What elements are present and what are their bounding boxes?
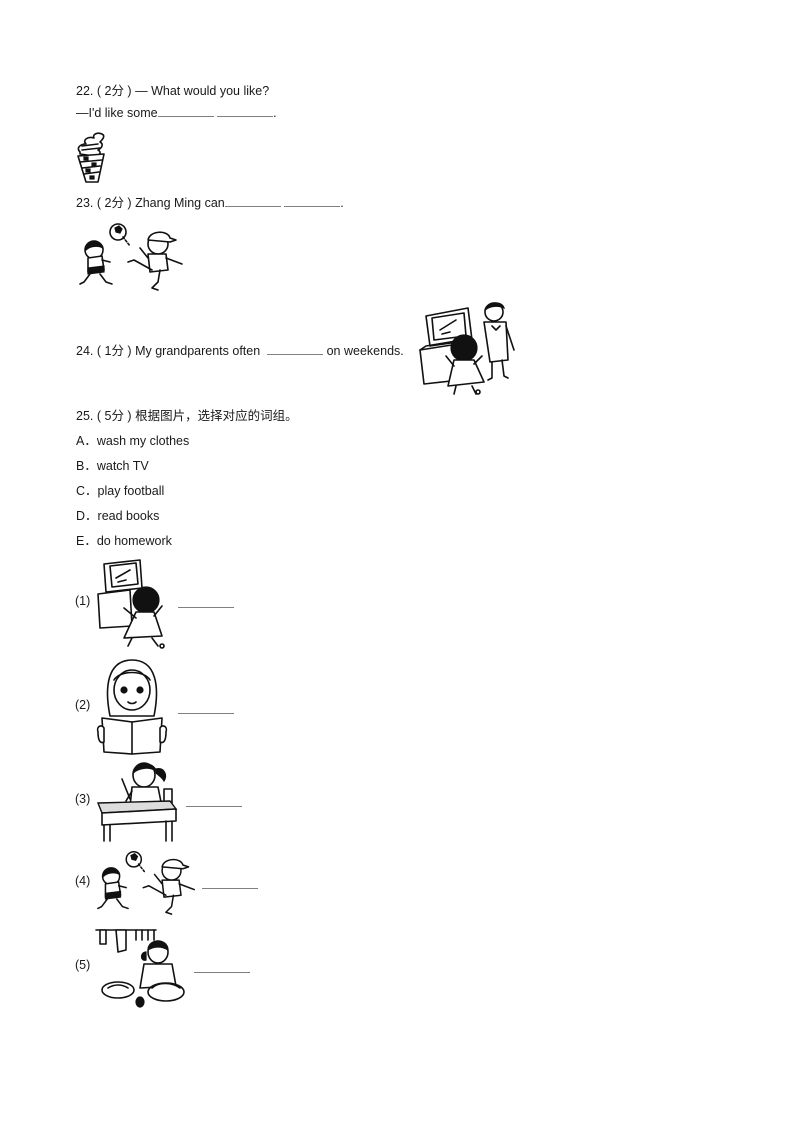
item-1-answer-blank[interactable] [178, 596, 234, 611]
option-text: read books [97, 509, 160, 523]
girl-reading-book-illustration [96, 659, 168, 755]
question-prompt: — What would you like? [135, 84, 270, 98]
option-text: watch TV [96, 459, 149, 473]
item-5-answer-blank[interactable] [194, 961, 250, 976]
question-prompt: Zhang Ming can [135, 196, 225, 210]
grandparents-watching-tv-illustration [419, 302, 515, 395]
item-3-label: (3) [75, 792, 91, 806]
question-prompt: 根据图片，选择对应的词组。 [135, 409, 298, 423]
answer-suffix: on weekends. [326, 344, 404, 358]
answer-blank-2[interactable] [217, 105, 274, 117]
girl-doing-homework-illustration [96, 762, 178, 842]
answer-prefix: —I'd like some [76, 106, 158, 120]
item-4-label: (4) [75, 874, 91, 888]
question-points: ( 2分 ) [96, 84, 132, 98]
option-text: wash my clothes [96, 434, 190, 448]
question-points: ( 2分 ) [96, 196, 132, 210]
watching-tv-illustration [97, 559, 165, 649]
boys-playing-football-illustration [79, 223, 183, 291]
answer-blank-1[interactable] [224, 195, 281, 207]
option-e: E．do homework [76, 530, 172, 549]
answer-blank-1[interactable] [157, 105, 214, 117]
option-text: do homework [96, 534, 172, 548]
question-25-line: 25. ( 5分 ) 根据图片，选择对应的词组。 [76, 405, 298, 424]
item-5-label: (5) [75, 958, 91, 972]
option-d: D．read books [76, 505, 159, 524]
ice-cream-cone-illustration [77, 132, 105, 183]
question-number: 25. [76, 409, 94, 423]
answer-suffix: . [340, 196, 344, 210]
answer-blank-2[interactable] [284, 195, 341, 207]
question-prompt: My grandparents often [135, 344, 261, 358]
option-a: A．wash my clothes [76, 430, 189, 449]
question-24-line: 24. ( 1分 ) My grandparents often on week… [76, 340, 404, 359]
question-number: 22. [76, 84, 94, 98]
question-22-answer-line: —I'd like some . [76, 105, 277, 120]
option-c: C．play football [76, 480, 164, 499]
question-23-line: 23. ( 2分 ) Zhang Ming can . [76, 192, 344, 211]
item-3-answer-blank[interactable] [186, 795, 242, 810]
option-text: play football [97, 484, 165, 498]
item-2-answer-blank[interactable] [178, 702, 234, 717]
option-letter: C． [76, 484, 98, 498]
question-22-line: 22. ( 2分 ) — What would you like? [76, 80, 269, 99]
item-4-answer-blank[interactable] [202, 877, 258, 892]
question-points: ( 5分 ) [96, 409, 132, 423]
option-b: B．watch TV [76, 455, 149, 474]
item-2-label: (2) [75, 698, 91, 712]
question-number: 24. [76, 344, 94, 358]
answer-suffix: . [273, 106, 277, 120]
option-letter: D． [76, 509, 98, 523]
option-letter: A． [76, 434, 97, 448]
answer-blank-1[interactable] [267, 343, 324, 355]
question-number: 23. [76, 196, 94, 210]
girl-washing-clothes-illustration [95, 929, 185, 1008]
option-letter: B． [76, 459, 97, 473]
item-1-label: (1) [75, 594, 91, 608]
option-letter: E． [76, 534, 97, 548]
boys-playing-football-illustration [97, 851, 195, 915]
question-points: ( 1分 ) [96, 344, 132, 358]
